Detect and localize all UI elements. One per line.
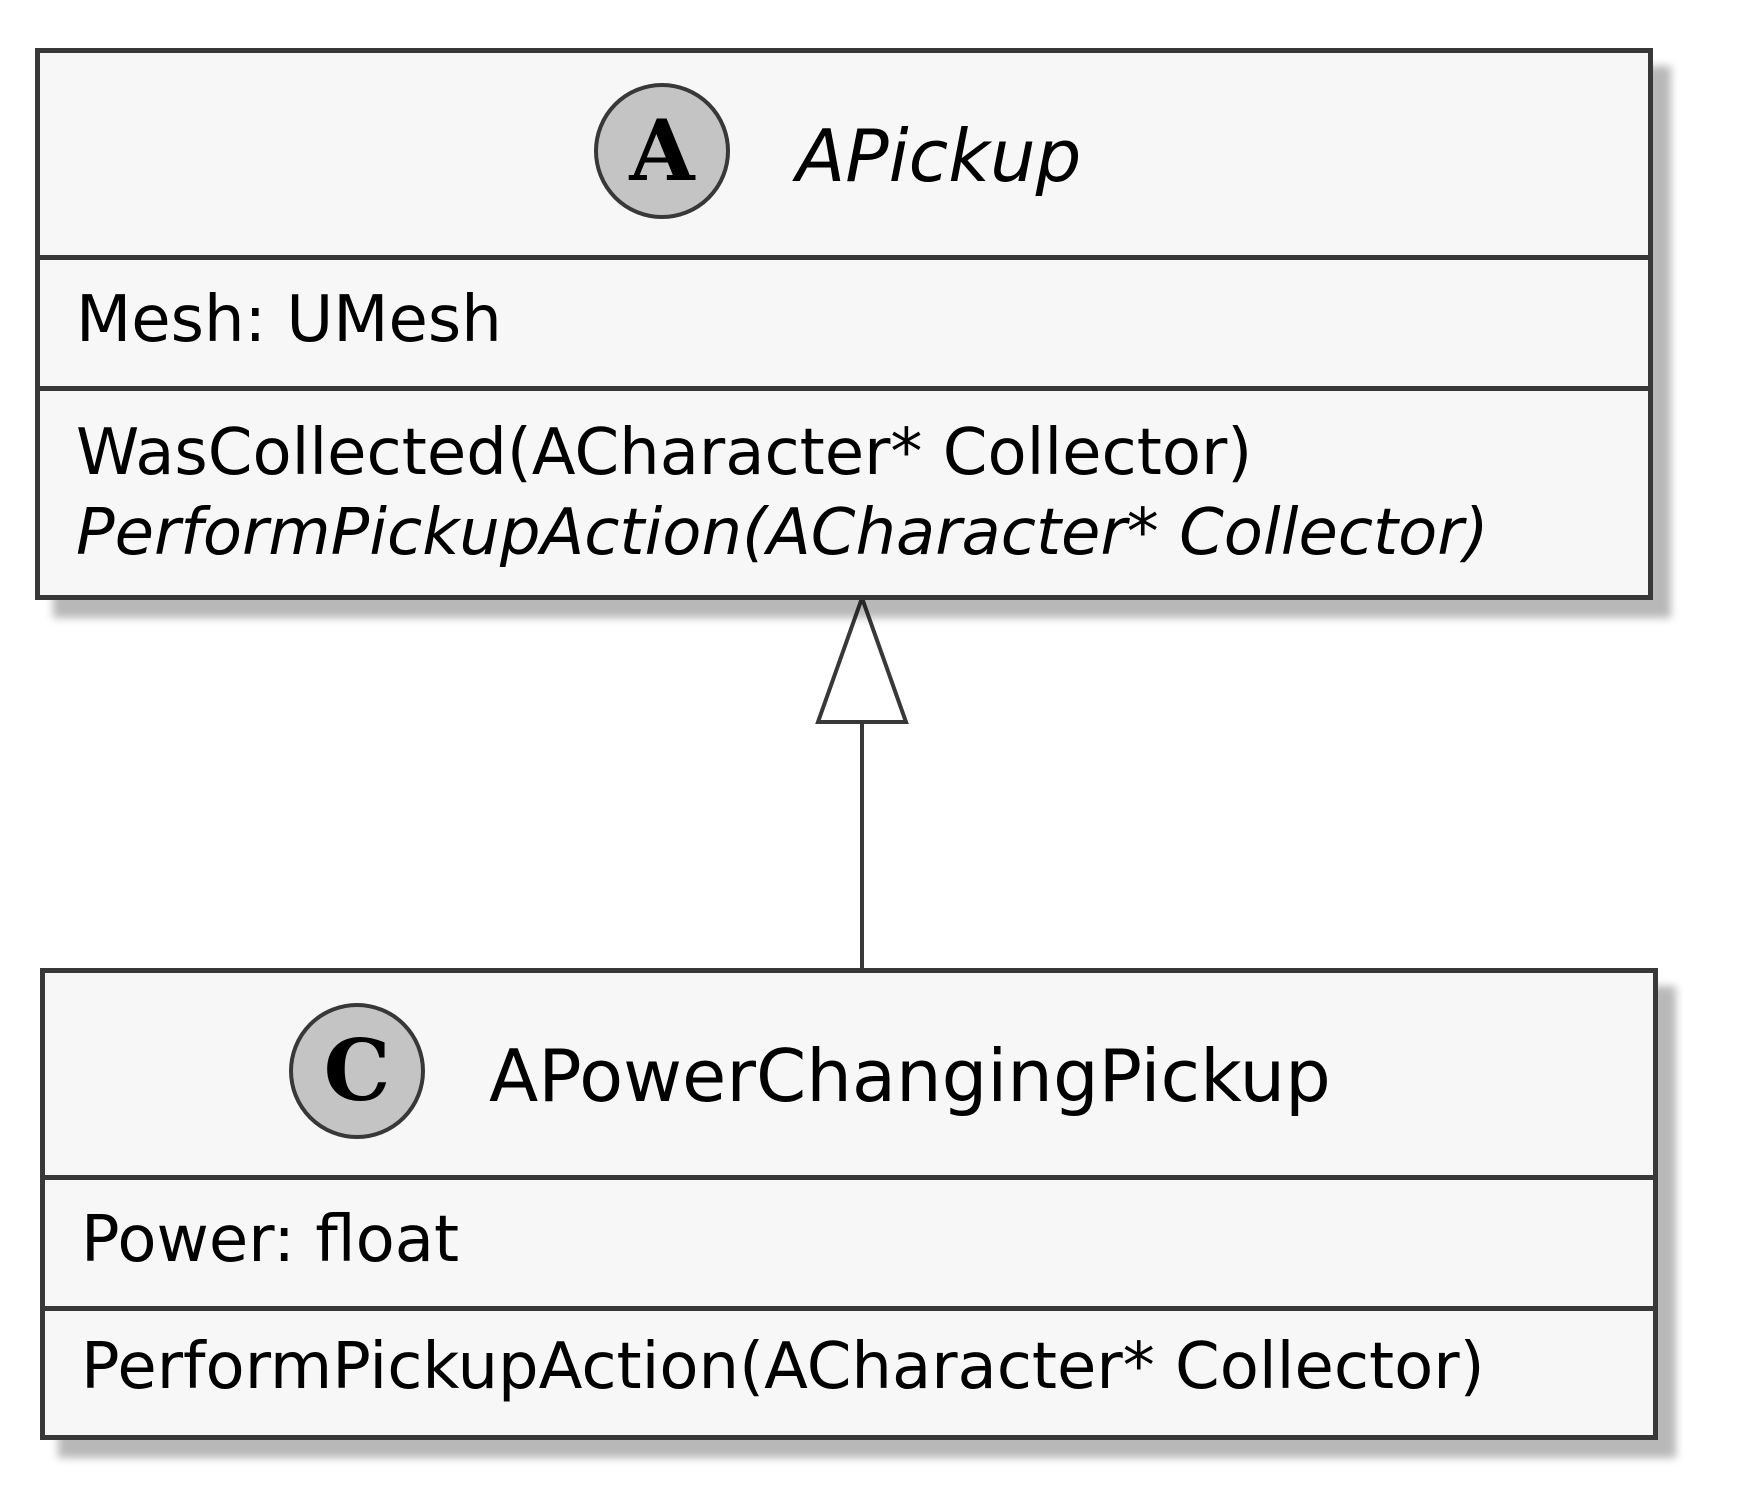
class-apowerchangingpickup-name: APowerChangingPickup xyxy=(489,1034,1331,1118)
class-apickup[interactable]: A APickup Mesh: UMesh WasCollected(AChar… xyxy=(35,48,1653,600)
inheritance-arrowhead xyxy=(815,592,909,724)
class-apowerchangingpickup-fields: Power: float xyxy=(45,1180,1653,1311)
method-perform-pickup-action-abstract: PerformPickupAction(ACharacter* Collecto… xyxy=(76,496,1489,570)
abstract-stereotype-icon: A xyxy=(594,83,730,219)
field-power: Power: float xyxy=(81,1203,460,1277)
method-was-collected: WasCollected(ACharacter* Collector) xyxy=(76,416,1253,490)
class-apowerchangingpickup[interactable]: C APowerChangingPickup Power: float Perf… xyxy=(40,968,1658,1440)
class-apowerchangingpickup-header: C APowerChangingPickup xyxy=(45,973,1653,1180)
field-mesh: Mesh: UMesh xyxy=(76,283,502,357)
class-apickup-methods: WasCollected(ACharacter* Collector) Perf… xyxy=(40,391,1648,573)
class-apickup-header: A APickup xyxy=(40,53,1648,260)
class-stereotype-icon: C xyxy=(289,1003,425,1139)
class-apickup-fields: Mesh: UMesh xyxy=(40,260,1648,391)
method-perform-pickup-action: PerformPickupAction(ACharacter* Collecto… xyxy=(81,1330,1485,1404)
class-apowerchangingpickup-methods: PerformPickupAction(ACharacter* Collecto… xyxy=(45,1311,1653,1407)
class-apickup-name: APickup xyxy=(796,114,1082,198)
